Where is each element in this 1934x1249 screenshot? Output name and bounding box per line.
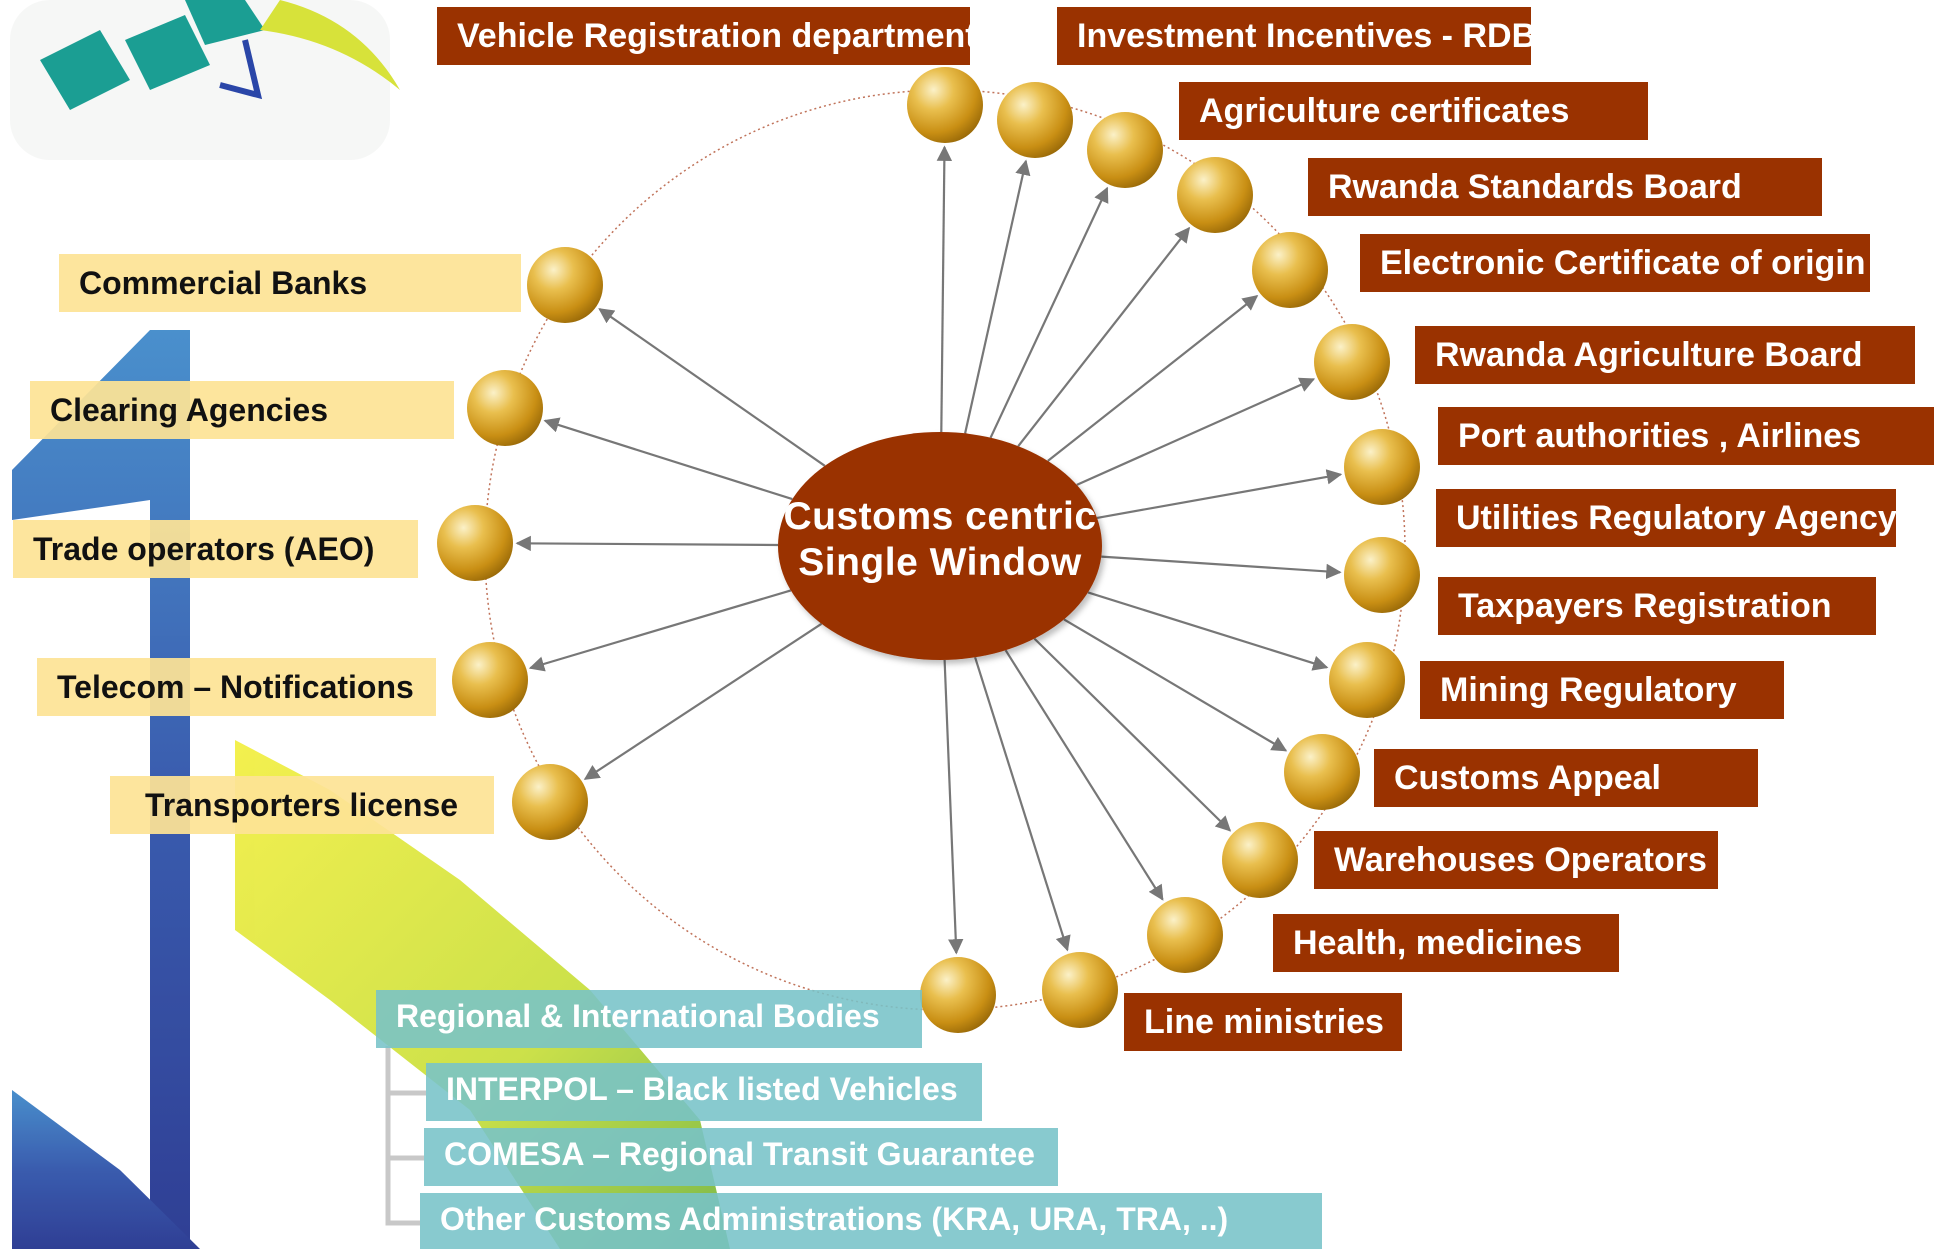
arrow-to-certificate-of-origin: [1047, 295, 1259, 462]
agency-label-health-medicines: Health, medicines: [1273, 914, 1619, 972]
agency-label-rwanda-standards-board: Rwanda Standards Board: [1308, 158, 1822, 216]
hub-title-line-2: Single Window: [798, 541, 1082, 584]
agency-label-taxpayers-registration: Taxpayers Registration: [1438, 577, 1876, 635]
partner-interpol: INTERPOL – Black listed Vehicles: [426, 1063, 982, 1121]
agency-label-clearing-agencies: Clearing Agencies: [30, 381, 454, 439]
node-clearing-agencies: [467, 370, 543, 446]
node-vehicle-registration: [907, 67, 983, 143]
node-agriculture-certificates: [1087, 112, 1163, 188]
node-certificate-of-origin: [1252, 232, 1328, 308]
agency-label-rwanda-agriculture-board: Rwanda Agriculture Board: [1415, 326, 1915, 384]
agency-label-transporters-license: Transporters license: [110, 776, 494, 834]
arrow-to-utilities-regulatory: [1101, 555, 1342, 580]
agency-label-warehouses-operators: Warehouses Operators: [1314, 831, 1718, 889]
node-mining-regulatory: [1284, 734, 1360, 810]
node-investment-incentives: [997, 82, 1073, 158]
arrow-to-mining-regulatory: [1063, 618, 1288, 752]
node-taxpayers-registration: [1329, 642, 1405, 718]
arrow-to-investment-incentives: [964, 159, 1031, 434]
agency-label-commercial-banks: Commercial Banks: [59, 254, 521, 312]
arrow-to-trade-operators: [515, 535, 779, 552]
node-port-authorities: [1344, 429, 1420, 505]
hub-ellipse[interactable]: [778, 432, 1102, 660]
agency-label-utilities-regulatory: Utilities Regulatory Agency: [1436, 489, 1896, 547]
arrow-to-commercial-banks: [598, 308, 826, 467]
arrow-to-taxpayers-registration: [1087, 591, 1329, 671]
node-rwanda-agriculture-board: [1314, 324, 1390, 400]
node-commercial-banks: [527, 247, 603, 323]
arrow-to-customs-appeal: [1033, 637, 1232, 832]
node-utilities-regulatory: [1344, 537, 1420, 613]
agency-label-port-authorities: Port authorities , Airlines: [1438, 407, 1934, 465]
node-warehouses-operators: [1147, 897, 1223, 973]
agency-label-telecom-notifications: Telecom – Notifications: [37, 658, 436, 716]
hub-title: Customs centric Single Window: [765, 494, 1115, 586]
arrow-to-port-authorities: [1096, 469, 1343, 519]
arrow-to-telecom-notifications: [528, 589, 792, 672]
arrow-to-transporters-license: [583, 622, 823, 780]
node-health-medicines: [1042, 952, 1118, 1028]
node-transporters-license: [512, 764, 588, 840]
node-telecom-notifications: [452, 642, 528, 718]
agency-label-customs-appeal: Customs Appeal: [1374, 749, 1758, 807]
agency-label-mining-regulatory: Mining Regulatory: [1420, 661, 1784, 719]
agency-label-investment-incentives: Investment Incentives - RDB: [1057, 7, 1531, 65]
arrow-to-agriculture-certificates: [989, 186, 1109, 439]
arrow-to-warehouses-operators: [1004, 649, 1164, 901]
agency-label-line-ministries: Line ministries: [1124, 993, 1402, 1051]
node-trade-operators: [437, 505, 513, 581]
arrow-to-rwanda-agriculture-board: [1076, 377, 1316, 486]
agency-label-vehicle-registration: Vehicle Registration department: [437, 7, 970, 65]
partner-connectors: [385, 1046, 426, 1226]
partner-other-customs: Other Customs Administrations (KRA, URA,…: [420, 1193, 1322, 1249]
partners-header: Regional & International Bodies: [376, 990, 922, 1048]
node-customs-appeal: [1222, 822, 1298, 898]
agency-label-trade-operators: Trade operators (AEO): [13, 520, 418, 578]
agency-label-certificate-of-origin: Electronic Certificate of origin: [1360, 234, 1870, 292]
agency-label-agriculture-certificates: Agriculture certificates: [1179, 82, 1648, 140]
arrow-to-clearing-agencies: [543, 417, 793, 501]
arrow-to-rwanda-standards-board: [1017, 226, 1191, 447]
agency-nodes: [437, 67, 1420, 1033]
partner-comesa: COMESA – Regional Transit Guarantee: [424, 1128, 1058, 1186]
node-rwanda-standards-board: [1177, 157, 1253, 233]
arrow-to-line-ministries: [943, 659, 964, 955]
logo-mark: [10, 0, 400, 160]
arrow-to-vehicle-registration: [936, 145, 953, 433]
node-line-ministries: [920, 957, 996, 1033]
connection-arrows: [515, 145, 1343, 955]
hub-title-line-1: Customs centric: [783, 495, 1097, 538]
arrow-to-health-medicines: [974, 656, 1071, 952]
